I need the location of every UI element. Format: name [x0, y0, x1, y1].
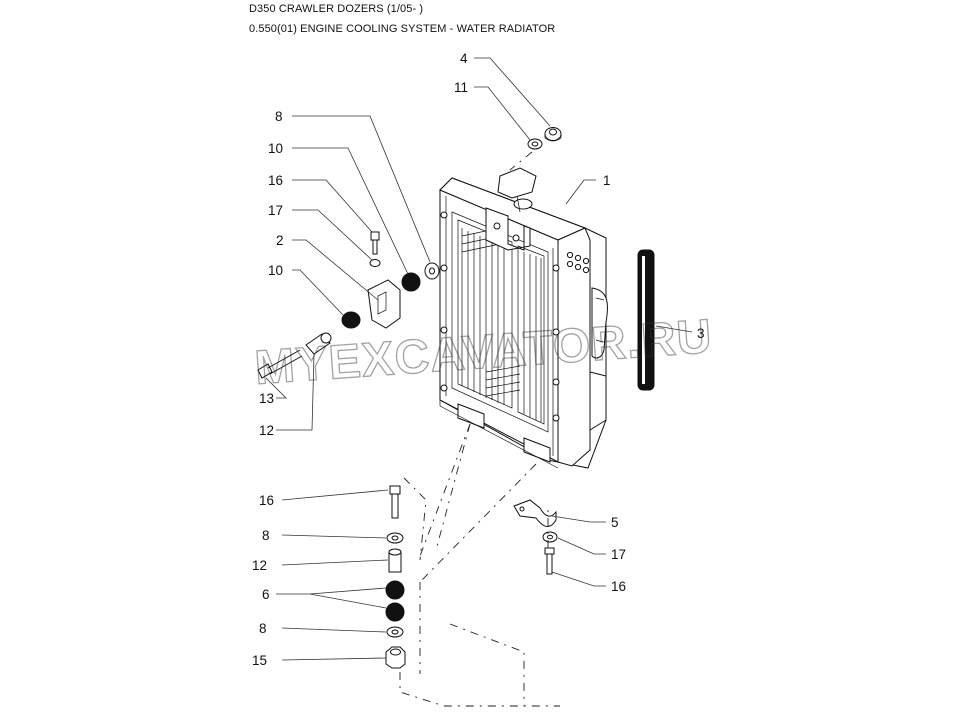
callout-16-lower: 16: [259, 493, 274, 508]
spacer-12-upper: [305, 332, 332, 355]
top-washer-11: [527, 138, 543, 150]
callout-15: 15: [252, 653, 267, 668]
rubber-pad-10-lower: [341, 311, 361, 329]
callout-3: 3: [697, 326, 705, 341]
bolt-13: [257, 349, 303, 379]
callout-10-lower: 10: [268, 263, 283, 278]
callout-11: 11: [454, 80, 468, 95]
mount-bracket-2: [367, 279, 401, 329]
callout-12-lower: 12: [252, 558, 267, 573]
rubber-pad-10-upper: [401, 272, 421, 292]
bolt-16-right: [544, 547, 555, 575]
callout-10-upper: 10: [268, 141, 283, 156]
callout-5: 5: [611, 515, 619, 530]
clamp-5: [513, 499, 557, 527]
top-nut-4: [544, 127, 562, 142]
nut-15: [385, 646, 406, 669]
callout-17-upper: 17: [268, 203, 283, 218]
bolt-16-lower: [389, 485, 401, 519]
callout-16-upper: 16: [268, 173, 283, 188]
catalog-title: D350 CRAWLER DOZERS (1/05- ): [249, 3, 424, 15]
assembly-lines: [399, 423, 560, 707]
leader-lines: [265, 57, 693, 661]
callout-17-lower: 17: [611, 547, 626, 562]
washer-8-lower-bottom: [386, 626, 404, 638]
section-title: 0.550(01) ENGINE COOLING SYSTEM - WATER …: [249, 23, 556, 35]
callout-8-upper: 8: [275, 109, 283, 124]
spacer-12-lower: [388, 548, 402, 573]
callout-labels: 4 11 8 10 16 17 2 10 13 12 1 3 16 8 12 6…: [252, 51, 705, 668]
callout-6: 6: [262, 587, 270, 602]
callout-1: 1: [603, 173, 611, 188]
callout-12-upper: 12: [259, 423, 274, 438]
radiator-assembly: [439, 167, 608, 469]
callout-8-lower-bottom: 8: [259, 621, 267, 636]
callout-8-lower-top: 8: [262, 528, 270, 543]
bolt-17-upper: [369, 231, 381, 267]
seal-strip: [637, 249, 655, 391]
callout-16-right: 16: [611, 579, 626, 594]
washer-17-lower: [542, 531, 558, 543]
callout-2: 2: [276, 233, 284, 248]
washer-8-upper: [424, 262, 440, 280]
callout-13: 13: [259, 391, 274, 406]
rubber-pad-6-upper: [385, 580, 405, 600]
rubber-pad-6-lower: [385, 602, 405, 622]
washer-8-lower-top: [386, 532, 404, 544]
callout-4: 4: [460, 51, 468, 66]
